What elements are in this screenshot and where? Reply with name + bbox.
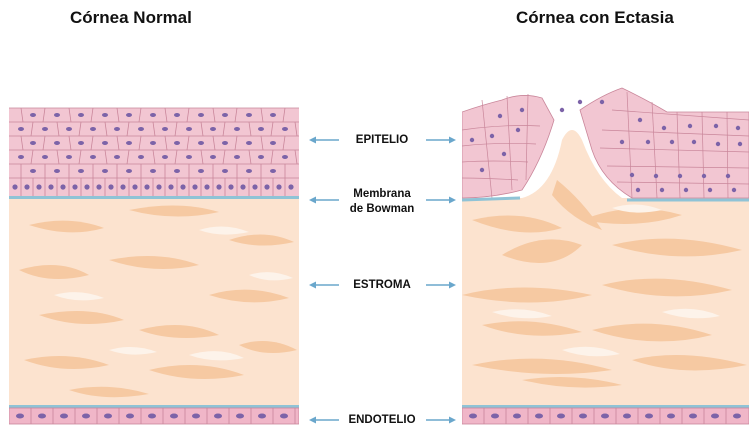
label-epitelio: EPITELIO <box>332 133 432 148</box>
descemet-membrane <box>9 405 299 408</box>
normal-cornea-illustration <box>9 100 299 426</box>
arrow-right-endotelio-icon <box>426 415 456 425</box>
arrow-right-estroma-icon <box>426 280 456 290</box>
arrow-right-membrana-icon <box>426 195 456 205</box>
arrow-right-epitelio-icon <box>426 135 456 145</box>
title-normal-cornea: Córnea Normal <box>70 8 192 28</box>
arrow-left-epitelio-icon <box>309 135 339 145</box>
label-membrana-line1: Membrana <box>353 188 411 200</box>
label-estroma: ESTROMA <box>332 278 432 293</box>
epithelium-right-ectasia <box>580 88 749 198</box>
epithelium-layer <box>9 108 299 196</box>
bowman-membrane-left <box>462 198 520 200</box>
label-endotelio: ENDOTELIO <box>332 413 432 428</box>
bowman-membrane <box>9 196 299 199</box>
label-membrana-line2: de Bowman <box>350 203 415 215</box>
descemet-membrane-ectasia <box>462 405 749 408</box>
title-ectasia-cornea: Córnea con Ectasia <box>516 8 674 28</box>
label-membrana-bowman: Membrana de Bowman <box>332 187 432 217</box>
arrow-left-endotelio-icon <box>309 415 339 425</box>
arrow-left-estroma-icon <box>309 280 339 290</box>
arrow-left-membrana-icon <box>309 195 339 205</box>
ectasia-cornea-illustration <box>462 80 749 426</box>
